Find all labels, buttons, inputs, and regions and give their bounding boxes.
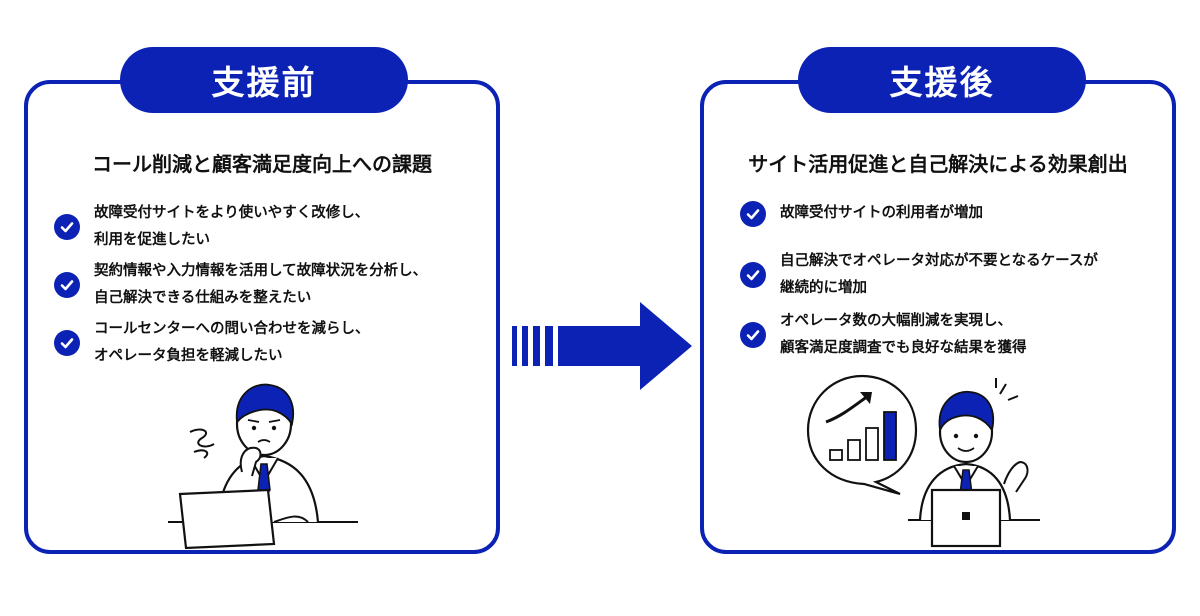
after-tab-label: 支援後 [889, 63, 995, 102]
check-circle-icon [740, 200, 766, 227]
before-item: コールセンターへの問い合わせを減らし、 オペレータ負担を軽減したい [54, 316, 370, 370]
before-item-line: 自己解決できる仕組みを整えたい [94, 290, 312, 306]
after-item: 故障受付サイトの利用者が増加 [740, 200, 983, 227]
after-heading: サイト活用促進と自己解決による効果創出 [748, 152, 1128, 176]
after-tab: 支援後 [798, 47, 1086, 113]
after-item-line: 故障受付サイトの利用者が増加 [780, 205, 983, 221]
before-item-line: 契約情報や入力情報を活用して故障状況を分析し、 [94, 263, 428, 279]
after-item: オペレータ数の大幅削減を実現し、 顧客満足度調査でも良好な結果を獲得 [740, 308, 1027, 362]
happy-businessman-illustration [806, 374, 1040, 548]
after-card: サイト活用促進と自己解決による効果創出 故障受付サイトの利用者が増加 自己解決で… [700, 80, 1176, 554]
before-item-line: 利用を促進したい [94, 232, 210, 248]
before-item-line: オペレータ負担を軽減したい [94, 348, 283, 364]
check-circle-icon [54, 272, 80, 298]
check-circle-icon [54, 214, 80, 240]
before-item-line: 故障受付サイトをより使いやすく改修し、 [94, 205, 370, 221]
after-item-line: オペレータ数の大幅削減を実現し、 [780, 313, 1012, 329]
right-arrow-icon [512, 302, 692, 390]
after-item-line: 継続的に増加 [780, 280, 867, 296]
after-item-line: 顧客満足度調査でも良好な結果を獲得 [780, 340, 1027, 356]
after-item: 自己解決でオペレータ対応が不要となるケースが 継続的に増加 [740, 248, 1098, 302]
before-tab: 支援前 [120, 47, 408, 113]
speech-bubble [806, 374, 918, 496]
before-tab-label: 支援前 [211, 63, 317, 102]
before-item-line: コールセンターへの問い合わせを減らし、 [94, 321, 370, 337]
check-circle-icon [740, 322, 766, 348]
before-item: 契約情報や入力情報を活用して故障状況を分析し、 自己解決できる仕組みを整えたい [54, 258, 427, 312]
after-item-line: 自己解決でオペレータ対応が不要となるケースが [780, 253, 1098, 269]
worried-businessman-illustration [168, 383, 358, 550]
before-heading: コール削減と顧客満足度向上への課題 [92, 152, 432, 176]
check-circle-icon [54, 330, 80, 356]
before-item: 故障受付サイトをより使いやすく改修し、 利用を促進したい [54, 200, 369, 254]
check-circle-icon [740, 262, 766, 288]
